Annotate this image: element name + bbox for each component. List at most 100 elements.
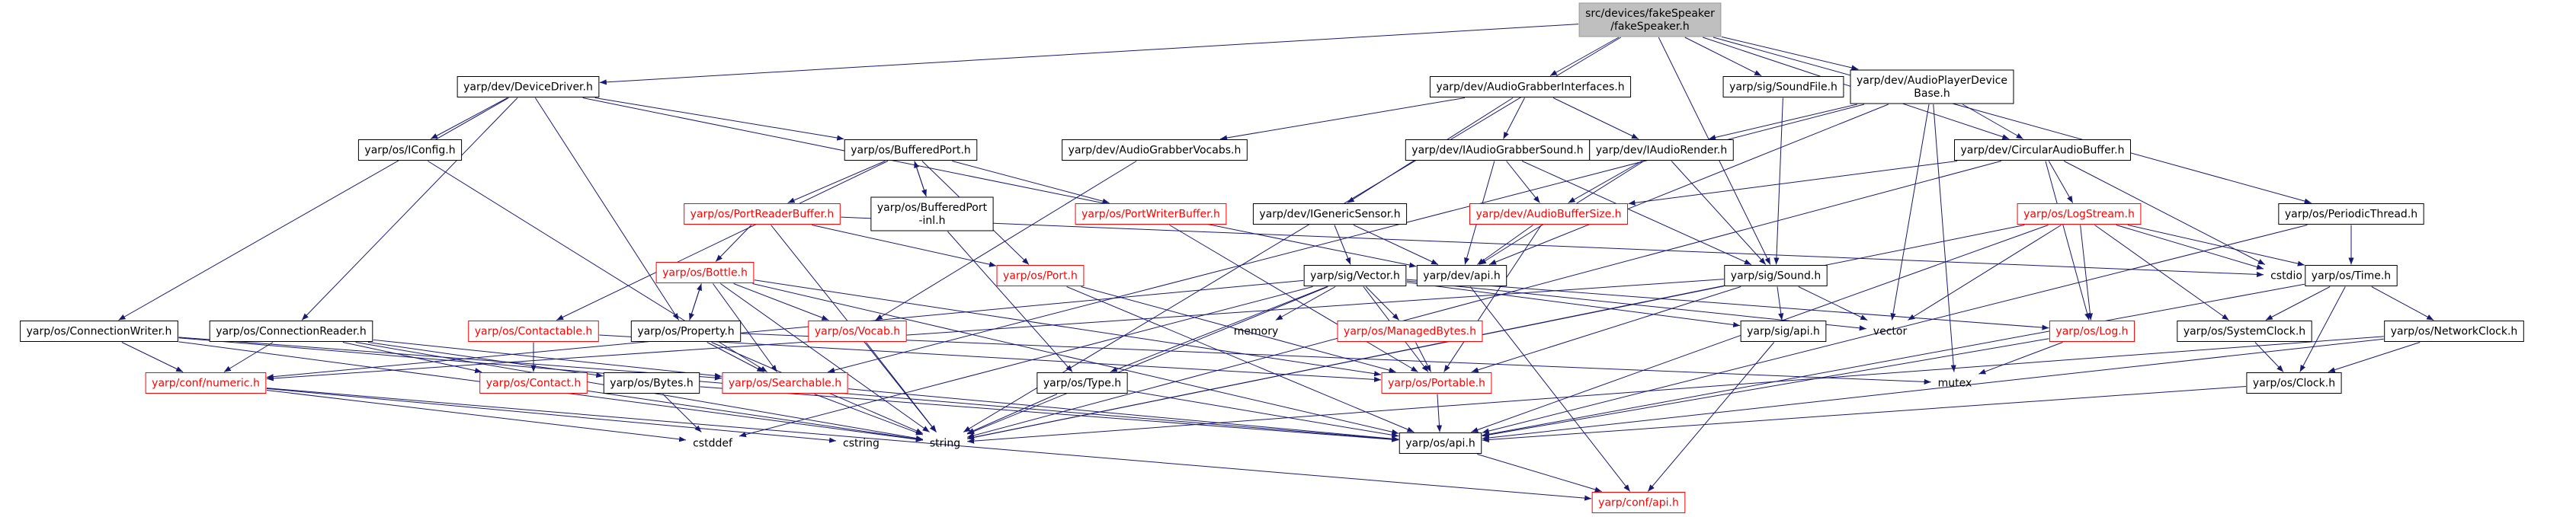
node-mutex[interactable]: mutex bbox=[1932, 373, 1978, 394]
edge-bytes-to-osapi bbox=[700, 386, 1399, 442]
edge-bottle-to-string bbox=[720, 283, 930, 432]
edge-osapi-to-confapi bbox=[1477, 454, 1602, 493]
node-sigvector[interactable]: yarp/sig/Vector.h bbox=[1303, 265, 1407, 286]
node-numeric[interactable]: yarp/conf/numeric.h bbox=[145, 372, 267, 394]
node-connectionreader[interactable]: yarp/os/ConnectionReader.h bbox=[209, 321, 373, 342]
edge-root-to-devicedriver bbox=[599, 24, 1579, 85]
node-label: string bbox=[930, 438, 960, 450]
node-box bbox=[844, 139, 978, 161]
node-type[interactable]: yarp/os/Type.h bbox=[1036, 372, 1128, 394]
node-label: yarp/os/BufferedPort bbox=[877, 202, 988, 214]
node-label: yarp/os/Vocab.h bbox=[815, 326, 900, 338]
node-audiobuffersize[interactable]: yarp/dev/AudioBufferSize.h bbox=[1469, 203, 1629, 225]
edge-bufferedportimpl-to-type bbox=[947, 231, 1073, 372]
node-root[interactable]: src/devices/fakeSpeaker/fakeSpeaker.h bbox=[1578, 2, 1722, 37]
node-osapi[interactable]: yarp/os/api.h bbox=[1399, 432, 1482, 454]
node-box bbox=[357, 139, 463, 161]
node-igenericsensor[interactable]: yarp/dev/IGenericSensor.h bbox=[1252, 203, 1408, 225]
edge-portreaderbuffer-to-port bbox=[812, 225, 997, 267]
node-box bbox=[20, 321, 178, 342]
node-cstdio[interactable]: cstdio bbox=[2264, 266, 2308, 286]
node-portable[interactable]: yarp/os/Portable.h bbox=[1381, 372, 1492, 394]
node-sigapi[interactable]: yarp/sig/api.h bbox=[1740, 321, 1827, 342]
node-audiograbbervocabs[interactable]: yarp/dev/AudioGrabberVocabs.h bbox=[1062, 139, 1248, 161]
node-label: yarp/os/PortWriterBuffer.h bbox=[1081, 209, 1220, 221]
node-box bbox=[808, 321, 907, 342]
node-logstream[interactable]: yarp/os/LogStream.h bbox=[2017, 203, 2142, 225]
edge-circularaudiobuffer-to-logstream bbox=[2048, 161, 2074, 203]
node-bufferedport[interactable]: yarp/os/BufferedPort.h bbox=[844, 139, 978, 161]
node-label: yarp/conf/api.h bbox=[1598, 497, 1679, 509]
node-portreaderbuffer[interactable]: yarp/os/PortReaderBuffer.h bbox=[684, 203, 841, 225]
node-label: yarp/sig/Sound.h bbox=[1731, 270, 1821, 282]
node-portwriterbuffer[interactable]: yarp/os/PortWriterBuffer.h bbox=[1075, 203, 1227, 225]
node-devapi[interactable]: yarp/dev/api.h bbox=[1416, 265, 1507, 286]
edge-audiograbberinterfaces-to-audiograbbervocabs bbox=[1220, 97, 1465, 141]
node-periodicthread[interactable]: yarp/os/PeriodicThread.h bbox=[2278, 203, 2424, 225]
edge-sigvector-to-memory bbox=[1275, 286, 1336, 321]
node-label: yarp/dev/AudioPlayerDevice bbox=[1857, 75, 2007, 87]
node-cstddef[interactable]: cstddef bbox=[687, 433, 739, 454]
edge-sound-to-portable bbox=[1471, 286, 1741, 373]
node-time[interactable]: yarp/os/Time.h bbox=[2305, 265, 2398, 286]
node-box bbox=[1036, 372, 1128, 394]
edge-root-to-periodicthread bbox=[1713, 37, 2312, 204]
edge-sound-to-vector bbox=[1798, 286, 1868, 321]
node-bottle[interactable]: yarp/os/Bottle.h bbox=[655, 262, 755, 283]
edge-sigvector-to-numeric bbox=[266, 279, 1304, 380]
node-confapi[interactable]: yarp/conf/api.h bbox=[1591, 492, 1686, 513]
node-box bbox=[2177, 321, 2312, 342]
node-log[interactable]: yarp/os/Log.h bbox=[2049, 321, 2135, 342]
node-port[interactable]: yarp/os/Port.h bbox=[996, 265, 1085, 286]
node-sound[interactable]: yarp/sig/Sound.h bbox=[1724, 265, 1828, 286]
node-box bbox=[1429, 76, 1632, 97]
node-box bbox=[1722, 76, 1844, 97]
node-box bbox=[2384, 321, 2524, 342]
node-label: yarp/os/Log.h bbox=[2055, 326, 2128, 338]
node-networkclock[interactable]: yarp/os/NetworkClock.h bbox=[2384, 321, 2524, 342]
edge-logstream-to-cstdio bbox=[2116, 225, 2264, 270]
node-iaudiorender[interactable]: yarp/dev/IAudioRender.h bbox=[1589, 139, 1734, 161]
node-label: yarp/dev/DeviceDriver.h bbox=[463, 81, 593, 94]
node-iaudiograbbersound[interactable]: yarp/dev/IAudioGrabberSound.h bbox=[1405, 139, 1591, 161]
node-property[interactable]: yarp/os/Property.h bbox=[630, 321, 742, 342]
node-label: yarp/os/Portable.h bbox=[1388, 378, 1485, 390]
node-string[interactable]: string bbox=[924, 433, 966, 454]
node-bufferedportimpl[interactable]: yarp/os/BufferedPort-inl.h bbox=[870, 196, 994, 231]
edge-bottle-to-searchable bbox=[713, 283, 777, 372]
edge-audioplayerdevicebase-to-circularaudiobuffer bbox=[1962, 104, 2023, 139]
node-vector[interactable]: vector bbox=[1867, 321, 1913, 342]
node-circularaudiobuffer[interactable]: yarp/dev/CircularAudioBuffer.h bbox=[1954, 139, 2131, 161]
edge-iaudiograbbersound-to-audiobuffersize bbox=[1506, 161, 1540, 203]
node-connectionwriter[interactable]: yarp/os/ConnectionWriter.h bbox=[20, 321, 178, 342]
node-contactable[interactable]: yarp/os/Contactable.h bbox=[468, 321, 599, 342]
node-label: yarp/sig/api.h bbox=[1747, 326, 1820, 338]
node-systemclock[interactable]: yarp/os/SystemClock.h bbox=[2177, 321, 2312, 342]
node-searchable[interactable]: yarp/os/Searchable.h bbox=[722, 372, 848, 394]
node-memory[interactable]: memory bbox=[1228, 321, 1285, 342]
node-box bbox=[209, 321, 373, 342]
node-clock[interactable]: yarp/os/Clock.h bbox=[2246, 372, 2342, 394]
node-box bbox=[603, 372, 700, 394]
node-bytes[interactable]: yarp/os/Bytes.h bbox=[603, 372, 700, 394]
edge-vocab-to-string bbox=[865, 342, 937, 432]
node-soundfile[interactable]: yarp/sig/SoundFile.h bbox=[1722, 76, 1844, 97]
edge-circularaudiobuffer-to-cstdio bbox=[2063, 161, 2266, 265]
node-box bbox=[468, 321, 599, 342]
node-iconfig[interactable]: yarp/os/IConfig.h bbox=[357, 139, 463, 161]
node-label: src/devices/fakeSpeaker bbox=[1585, 8, 1715, 20]
node-box bbox=[145, 372, 267, 394]
node-label: yarp/os/Contactable.h bbox=[475, 326, 593, 338]
edge-audioplayerdevicebase-to-mutex bbox=[1933, 104, 1956, 372]
node-cstring[interactable]: cstring bbox=[837, 433, 886, 454]
edge-iaudiorender-to-sound bbox=[1671, 161, 1767, 265]
node-audiograbberinterfaces[interactable]: yarp/dev/AudioGrabberInterfaces.h bbox=[1429, 76, 1632, 97]
node-contact[interactable]: yarp/os/Contact.h bbox=[479, 372, 588, 394]
edge-iaudiograbbersound-to-sound bbox=[1521, 161, 1752, 265]
node-devicedriver[interactable]: yarp/dev/DeviceDriver.h bbox=[457, 76, 600, 97]
edge-portreaderbuffer-to-cstdio bbox=[841, 216, 2264, 278]
node-managedbytes[interactable]: yarp/os/ManagedBytes.h bbox=[1337, 321, 1483, 342]
node-box bbox=[2246, 372, 2342, 394]
node-vocab[interactable]: yarp/os/Vocab.h bbox=[808, 321, 907, 342]
